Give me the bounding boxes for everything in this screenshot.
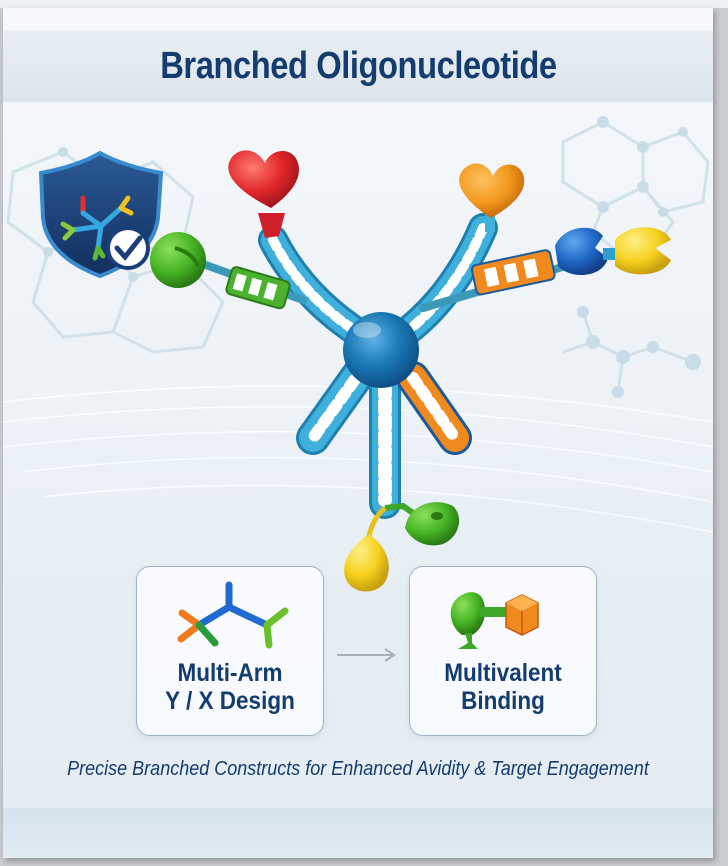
panel-line2: Y / X Design <box>165 687 295 715</box>
title-bar: Branched Oligonucleotide <box>3 30 713 102</box>
hub-sphere <box>343 312 419 388</box>
panel-label-multivalent: Multivalent Binding <box>419 659 586 715</box>
panel-label-multi-arm: Multi-Arm Y / X Design <box>146 659 313 715</box>
yellow-wrench-ligand <box>603 227 671 275</box>
panel-line1: Multivalent <box>444 659 562 687</box>
branched-oligo-illustration <box>38 150 671 592</box>
blue-wrench-ligand <box>555 227 608 276</box>
multi-arm-molecule-icon <box>177 581 289 649</box>
tagline: Precise Branched Constructs for Enhanced… <box>67 758 649 780</box>
panel-line1: Multi-Arm <box>177 659 283 687</box>
frame-top <box>0 0 728 8</box>
green-leaf-ligand <box>384 502 460 546</box>
orange-heart-ligand <box>459 163 525 232</box>
yellow-drop-ligand <box>344 506 389 592</box>
floor-reflection <box>3 808 713 858</box>
page-title: Branched Oligonucleotide <box>159 44 557 87</box>
panel-multivalent-binding: Multivalent Binding <box>409 566 597 736</box>
red-heart-ligand <box>228 150 299 238</box>
strand-arms <box>199 213 597 519</box>
arrow-right-icon <box>337 648 396 662</box>
infographic-card: Branched Oligonucleotide <box>3 8 713 858</box>
panel-multi-arm-design: Multi-Arm Y / X Design <box>136 566 324 736</box>
ligand-target-binding-icon <box>450 592 539 649</box>
panel-line2: Binding <box>461 687 545 715</box>
green-hook-ligand <box>150 232 206 288</box>
shield-check-icon <box>38 150 164 279</box>
